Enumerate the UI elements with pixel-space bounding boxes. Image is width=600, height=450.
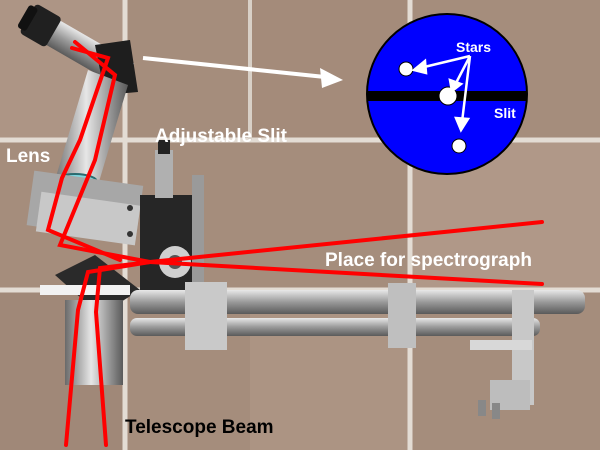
beam-out-upper — [148, 220, 544, 264]
telescope-beam-label: Telescope Beam — [125, 417, 274, 438]
adjustable-slit-label: Adjustable Slit — [155, 126, 288, 147]
beam-in-right — [93, 260, 152, 447]
stars-label: Stars — [456, 39, 491, 55]
beam-upper-2 — [57, 40, 152, 264]
spectrograph-label: Place for spectrograph — [325, 250, 532, 271]
beam-paths — [45, 40, 544, 447]
beam-upper — [45, 46, 122, 262]
right-mount — [470, 290, 534, 419]
slit-label: Slit — [494, 105, 516, 121]
pointer-arrow — [142, 56, 343, 88]
slit-inset: Stars Slit — [366, 13, 528, 175]
lens-label: Lens — [6, 146, 50, 167]
star-dot — [398, 61, 414, 77]
star-dot — [451, 138, 467, 154]
beam-out-lower — [148, 260, 544, 286]
rails — [130, 282, 585, 350]
